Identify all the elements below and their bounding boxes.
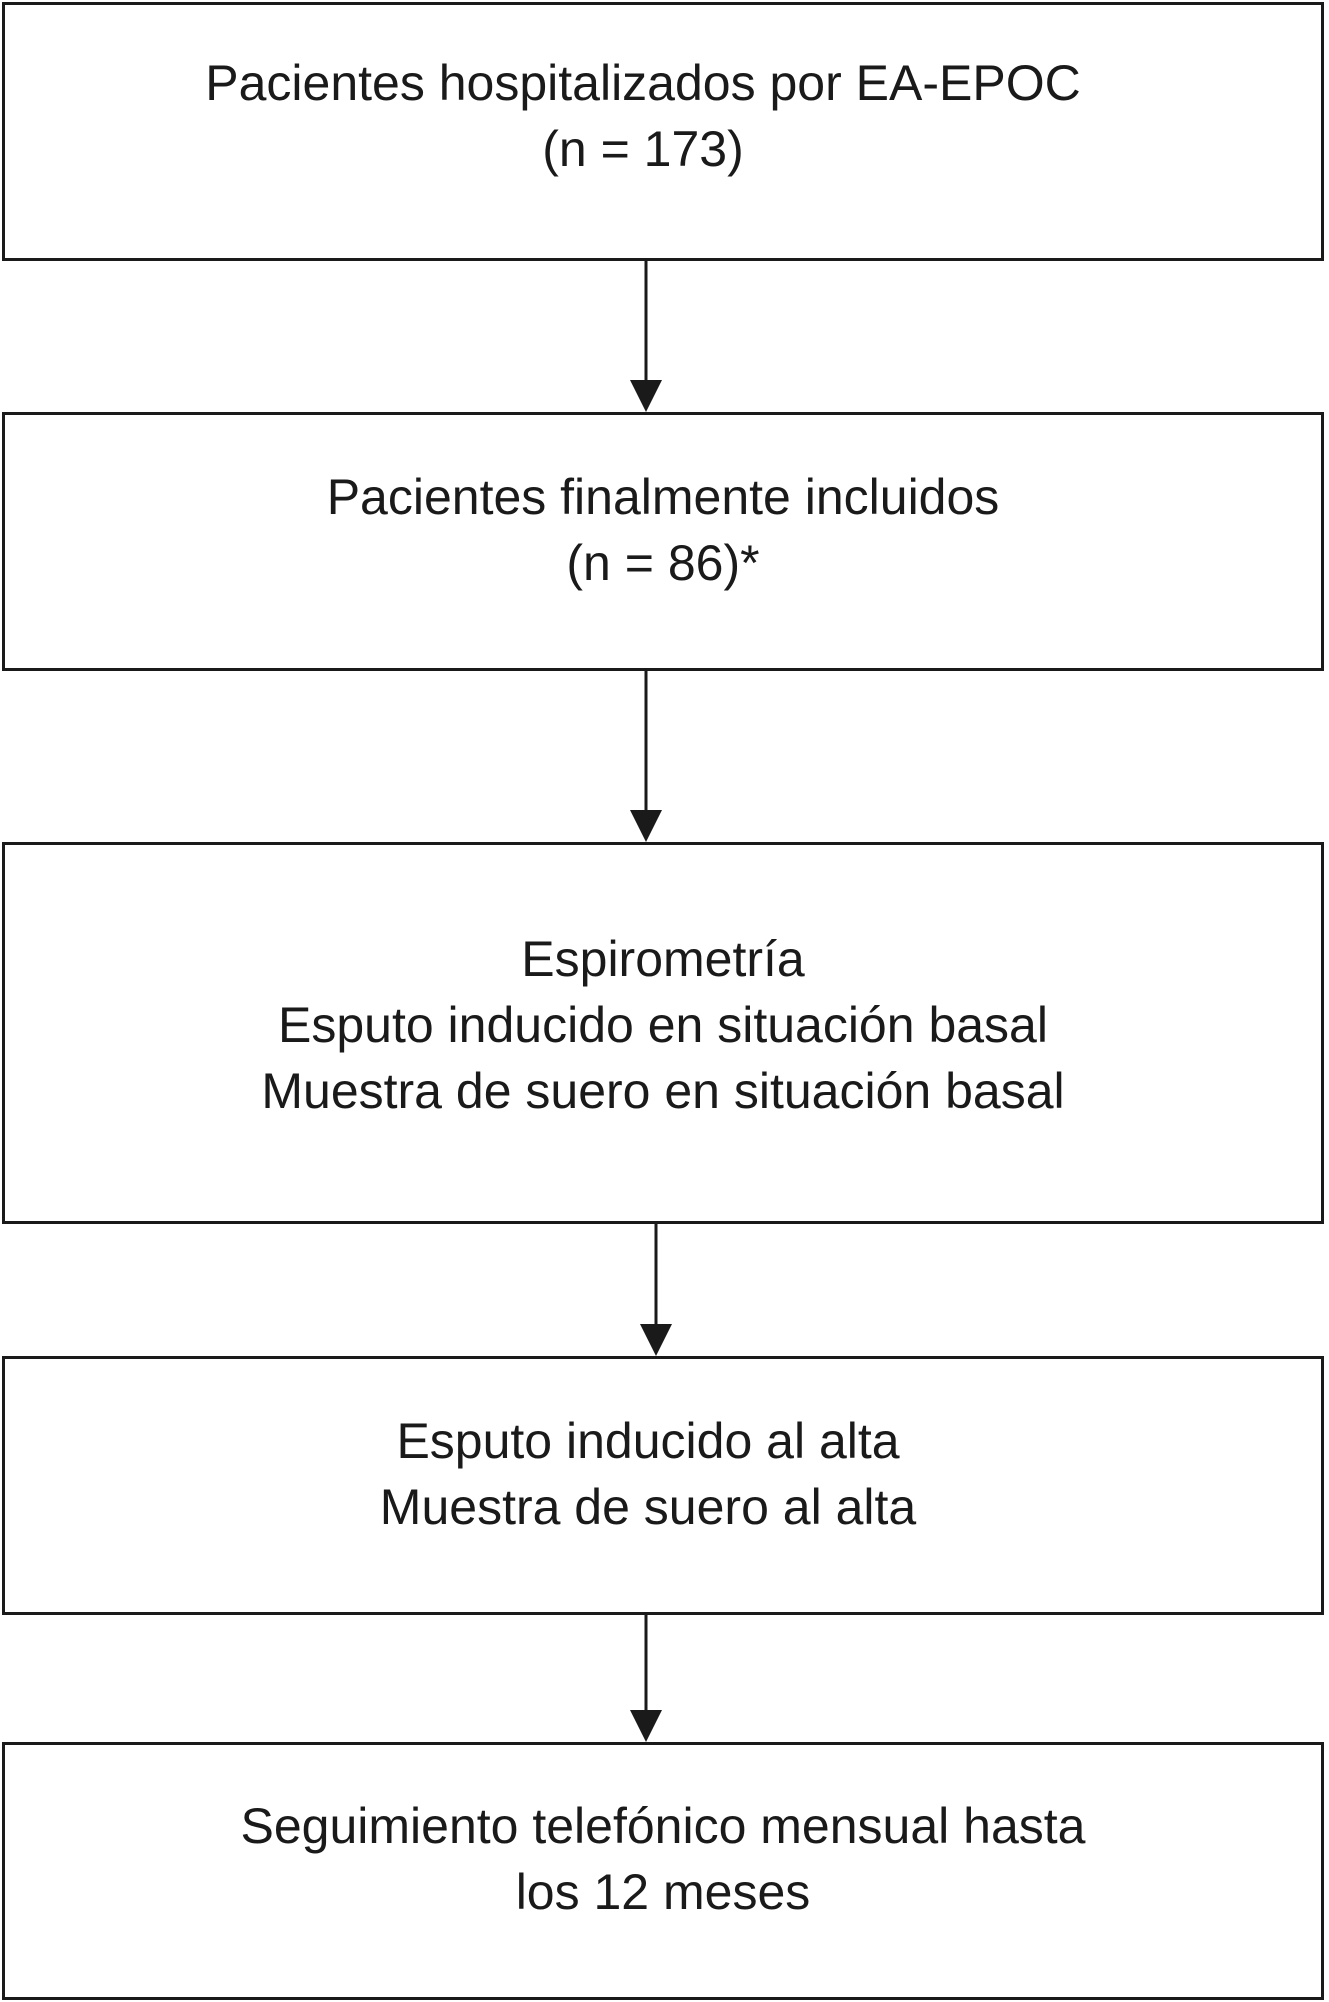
arrow-3-to-4 [640, 1224, 672, 1356]
step-box-follow-up: Seguimiento telefónico mensual hasta los… [2, 1742, 1324, 2000]
step-line-sputum-baseline: Esputo inducido en situación basal [278, 997, 1048, 1053]
step-line-spirometry: Espirometría [521, 931, 805, 987]
step-count: (n = 86)* [566, 534, 760, 591]
step-text: Espirometría Esputo inducido en situació… [261, 926, 1064, 1124]
step-box-discharge-tests: Esputo inducido al alta Muestra de suero… [2, 1356, 1324, 1615]
step-line-follow-up: Seguimiento telefónico mensual hasta [240, 1798, 1086, 1854]
step-text: Pacientes hospitalizados por EA-EPOC (n … [205, 50, 1080, 182]
step-line-serum-discharge: Muestra de suero al alta [379, 1478, 917, 1535]
step-line-duration: los 12 meses [515, 1864, 811, 1920]
arrow-4-to-5 [630, 1615, 662, 1742]
step-box-hospitalized: Pacientes hospitalizados por EA-EPOC (n … [2, 2, 1324, 261]
step-text: Seguimiento telefónico mensual hasta los… [241, 1793, 1086, 1925]
step-text: Pacientes finalmente incluidos (n = 86)* [327, 464, 1000, 596]
arrow-1-to-2 [630, 261, 662, 412]
step-title: Pacientes hospitalizados por EA-EPOC [205, 54, 1081, 111]
step-text: Esputo inducido al alta Muestra de suero… [380, 1408, 916, 1540]
step-title: Pacientes finalmente incluidos [326, 468, 1000, 525]
step-line-sputum-discharge: Esputo inducido al alta [396, 1412, 900, 1469]
step-count: (n = 173) [542, 120, 744, 177]
step-box-included: Pacientes finalmente incluidos (n = 86)* [2, 412, 1324, 671]
step-box-baseline-tests: Espirometría Esputo inducido en situació… [2, 842, 1324, 1224]
arrow-2-to-3 [630, 671, 662, 842]
step-line-serum-baseline: Muestra de suero en situación basal [261, 1063, 1065, 1119]
